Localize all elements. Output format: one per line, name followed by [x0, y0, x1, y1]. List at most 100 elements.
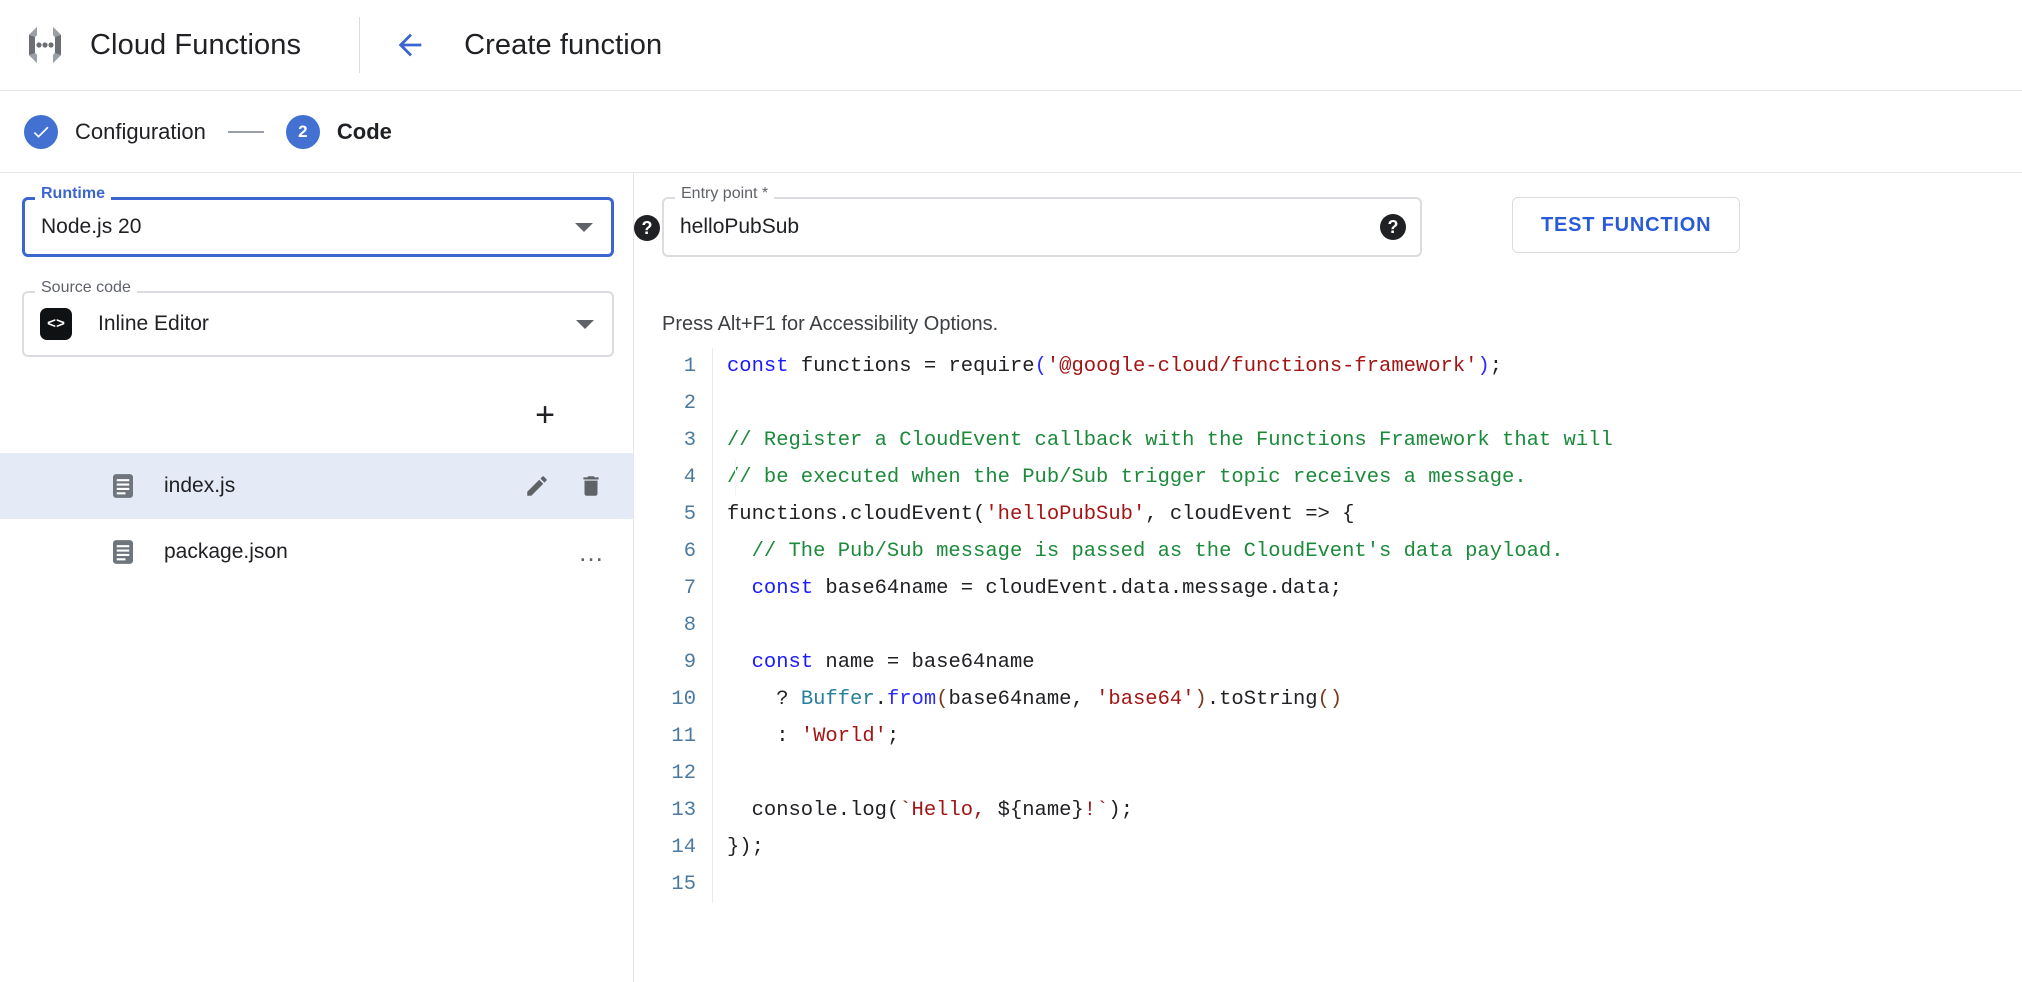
app-bar: Cloud Functions Create function: [0, 0, 2022, 91]
delete-trash-icon[interactable]: [577, 472, 605, 500]
code-line: // Register a CloudEvent callback with t…: [727, 422, 2022, 459]
stepper: Configuration 2 Code: [0, 91, 2022, 173]
code-token: );: [1108, 799, 1133, 822]
file-icon: [108, 537, 138, 567]
code-token: 'World': [800, 725, 887, 748]
line-number: 8: [683, 614, 696, 637]
runtime-label: Runtime: [35, 186, 111, 202]
code-line: [727, 607, 2022, 644]
code-token: ;: [886, 725, 900, 748]
divider: [359, 17, 361, 73]
runtime-help-icon[interactable]: ?: [634, 215, 660, 241]
code-line: // be executed when the Pub/Sub trigger …: [727, 459, 2022, 496]
code-token: });: [727, 836, 764, 859]
code-token: !`: [1083, 799, 1109, 822]
code-token: name = base64name: [825, 651, 1035, 674]
entry-point-help-icon[interactable]: ?: [1380, 214, 1406, 240]
code-token: ): [1477, 355, 1490, 378]
step-check-icon: [24, 114, 58, 149]
code-line: const name = base64name: [727, 644, 2022, 681]
code-token: (): [1317, 688, 1343, 711]
line-number: 7: [683, 577, 696, 600]
code-token: (: [936, 688, 949, 711]
line-number: 2: [683, 392, 696, 415]
source-code-field[interactable]: Source code <> Inline Editor: [22, 280, 614, 357]
file-row-package-json[interactable]: package.json …: [0, 519, 633, 585]
stepper-connector: [227, 130, 264, 133]
plus-icon[interactable]: +: [535, 396, 555, 434]
code-line: [727, 866, 2022, 903]
code-token: ${name}: [997, 799, 1084, 822]
runtime-field[interactable]: Runtime Node.js 20 ?: [22, 186, 660, 257]
source-code-select[interactable]: <> Inline Editor: [22, 291, 614, 357]
brand-title: Cloud Functions: [90, 28, 302, 61]
file-name: index.js: [164, 474, 236, 497]
line-number: 14: [671, 836, 696, 859]
line-number: 10: [671, 688, 696, 711]
entry-point-field[interactable]: Entry point * helloPubSub ?: [662, 186, 1422, 257]
code-line: });: [727, 829, 2022, 866]
code-line: // The Pub/Sub message is passed as the …: [727, 533, 2022, 570]
stepper-step-code[interactable]: 2 Code: [285, 114, 392, 149]
code-line: [727, 385, 2022, 422]
code-token: ): [1194, 688, 1207, 711]
back-arrow-icon[interactable]: [390, 25, 430, 65]
more-options-icon[interactable]: …: [578, 537, 605, 567]
code-brackets-icon: <>: [40, 308, 72, 340]
file-row-index-js[interactable]: index.js: [0, 453, 633, 519]
line-number: 9: [683, 651, 696, 674]
line-number: 3: [683, 429, 696, 452]
code-token: ;: [1489, 355, 1503, 378]
file-icon: [108, 471, 138, 501]
code-token: functions =: [800, 355, 949, 378]
right-panel: Entry point * helloPubSub ? TEST FUNCTIO…: [634, 173, 2022, 982]
code-token: const: [751, 577, 826, 600]
code-token: require: [948, 355, 1035, 378]
right-toolbar: Entry point * helloPubSub ? TEST FUNCTIO…: [634, 186, 2022, 279]
line-number: 13: [671, 799, 696, 822]
code-token: // be executed when the Pub/Sub trigger …: [727, 466, 1527, 489]
stepper-step-configuration[interactable]: Configuration: [24, 114, 206, 149]
line-number: 15: [671, 873, 696, 896]
file-row-actions: [523, 472, 605, 500]
stepper-label-code: Code: [336, 118, 392, 144]
code-line: functions.cloudEvent('helloPubSub', clou…: [727, 496, 2022, 533]
code-line: const base64name = cloudEvent.data.messa…: [727, 570, 2022, 607]
entry-point-value: helloPubSub: [680, 215, 800, 238]
code-token: const: [751, 651, 826, 674]
page-title: Create function: [464, 28, 663, 61]
line-number: 6: [683, 540, 696, 563]
runtime-select[interactable]: Node.js 20: [22, 197, 614, 257]
code-line: const functions = require('@google-cloud…: [727, 348, 2022, 385]
editor-code-area[interactable]: const functions = require ( '@google-cloud…: [712, 348, 2022, 903]
code-token: ?: [727, 688, 801, 711]
code-token: 'helloPubSub': [985, 503, 1146, 526]
code-token: base64name,: [948, 688, 1097, 711]
chevron-down-icon[interactable]: [576, 319, 594, 329]
stepper-label-configuration: Configuration: [75, 118, 206, 144]
test-function-button[interactable]: TEST FUNCTION: [1512, 197, 1741, 253]
runtime-value: Node.js 20: [41, 215, 142, 238]
line-number: 11: [671, 725, 696, 748]
code-token: const: [727, 355, 801, 378]
line-number: 12: [671, 762, 696, 785]
chevron-down-icon[interactable]: [575, 222, 593, 232]
line-number: 4: [683, 466, 696, 489]
code-token: base64name = cloudEvent.data.message.dat…: [825, 577, 1343, 600]
file-list: index.js: [0, 453, 633, 585]
code-token: '@google-cloud/functions-framework': [1046, 355, 1478, 378]
left-panel: Runtime Node.js 20 ? Source code <> Inli…: [0, 173, 660, 982]
add-file-row: +: [22, 379, 611, 447]
file-name: package.json: [164, 540, 288, 563]
code-token: [727, 577, 752, 600]
indent-guide: [735, 459, 736, 496]
code-token: [727, 651, 752, 674]
entry-point-input[interactable]: helloPubSub ?: [662, 197, 1422, 257]
code-token: from: [886, 688, 937, 711]
code-token: .: [874, 688, 887, 711]
code-token: :: [727, 725, 801, 748]
line-number: 1: [683, 355, 696, 378]
brand: Cloud Functions: [22, 22, 301, 68]
edit-pencil-icon[interactable]: [523, 472, 551, 500]
